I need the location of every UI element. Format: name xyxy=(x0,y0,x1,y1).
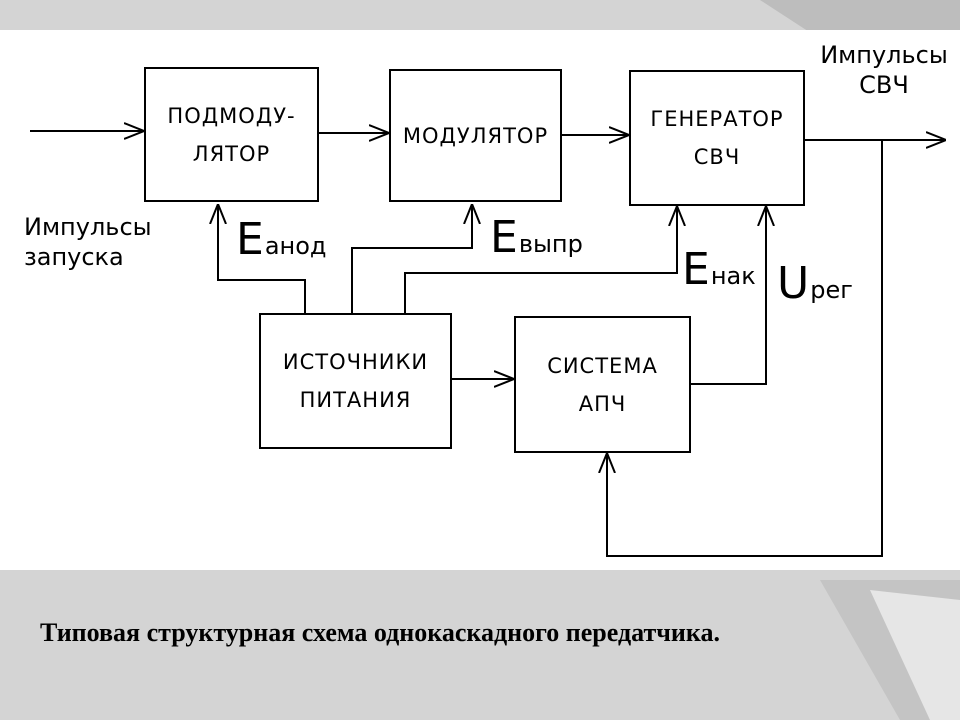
afc-system-block: СИСТЕМА АПЧ xyxy=(514,316,691,453)
figure-caption: Типовая структурная схема однокаскадного… xyxy=(40,618,720,647)
line-e-rect xyxy=(351,204,472,313)
feedback-line xyxy=(607,140,883,557)
e-heater-label: Eнак xyxy=(682,248,756,292)
e-rect-symbol: E xyxy=(490,212,518,263)
e-anode-symbol: E xyxy=(236,214,264,265)
line-u-reg xyxy=(690,206,766,385)
e-rect-subscript: выпр xyxy=(518,230,583,258)
diagram-panel: ПОДМОДУ- ЛЯТОР МОДУЛЯТОР ГЕНЕРАТОР СВЧ И… xyxy=(0,30,960,570)
u-reg-label: Uрег xyxy=(777,262,853,306)
e-heater-subscript: нак xyxy=(710,262,756,290)
generator-block: ГЕНЕРАТОР СВЧ xyxy=(629,70,805,206)
line-e-heater xyxy=(404,206,677,313)
e-anode-subscript: анод xyxy=(264,232,327,260)
e-heater-symbol: E xyxy=(682,244,710,295)
modulator-block: МОДУЛЯТОР xyxy=(389,69,562,202)
e-anode-label: Eанод xyxy=(236,218,327,262)
e-rect-label: Eвыпр xyxy=(490,216,583,260)
submodulator-block: ПОДМОДУ- ЛЯТОР xyxy=(144,67,319,202)
trigger-pulses-label: Импульсы запуска xyxy=(24,213,152,271)
line-e-anode xyxy=(218,204,306,313)
u-reg-subscript: рег xyxy=(810,276,853,304)
microwave-pulses-label: Импульсы СВЧ xyxy=(820,41,948,99)
connection-lines xyxy=(30,30,946,557)
u-reg-symbol: U xyxy=(777,258,810,309)
power-supplies-block: ИСТОЧНИКИ ПИТАНИЯ xyxy=(259,313,452,449)
